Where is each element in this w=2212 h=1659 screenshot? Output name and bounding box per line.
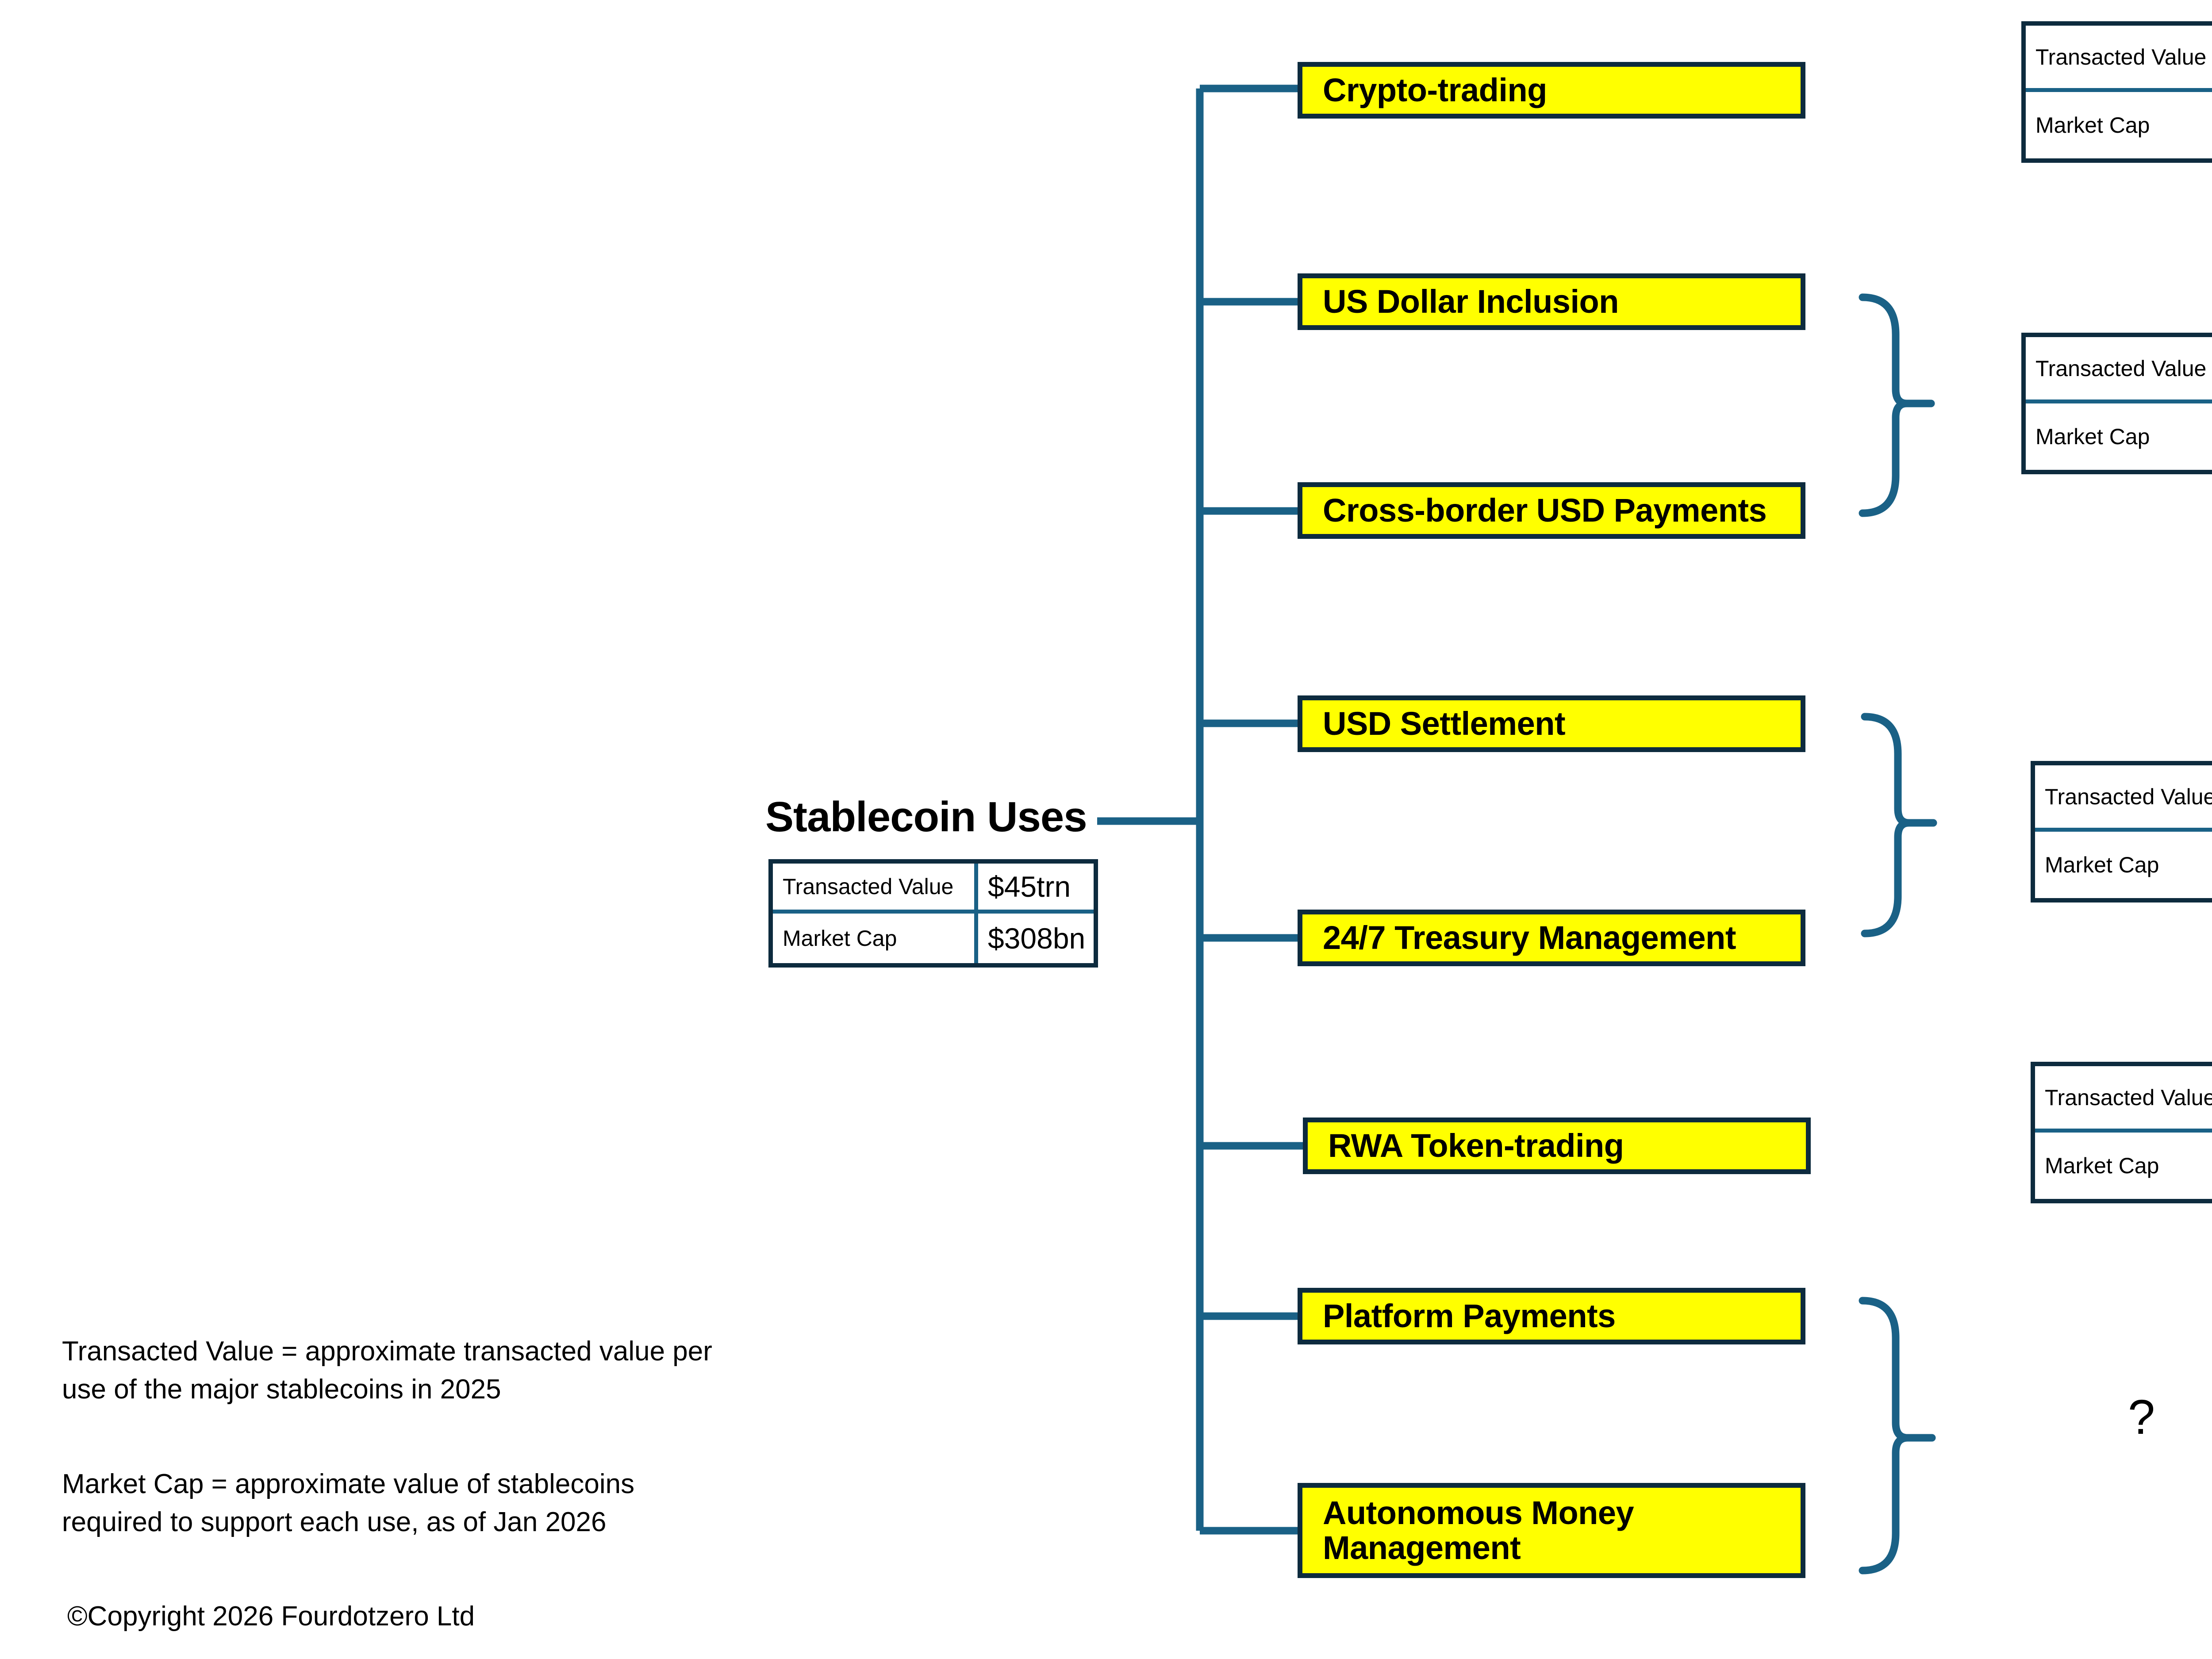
use-box-us-dollar-inclusion[interactable]: US Dollar Inclusion	[1298, 273, 1805, 330]
use-box-usd-settlement[interactable]: USD Settlement	[1298, 695, 1805, 752]
note-transacted-value: Transacted Value = approximate transacte…	[62, 1336, 712, 1405]
use-box-platform-payments[interactable]: Platform Payments	[1298, 1288, 1805, 1344]
use-box-crypto-trading[interactable]: Crypto-trading	[1298, 62, 1805, 119]
metric-label: Market Cap	[2035, 424, 2150, 449]
use-box-label: Cross-border USD Payments	[1323, 492, 1767, 529]
note-market-cap: Market Cap = approximate value of stable…	[62, 1469, 635, 1537]
metric-label: Market Cap	[2035, 113, 2150, 138]
table-cell-label: Market Cap	[773, 913, 978, 963]
table-cell-label: Transacted Value	[2026, 26, 2212, 92]
brace-usd-inclusion-group	[1859, 293, 1911, 517]
brace-payments-group	[1859, 1297, 1912, 1575]
use-box-treasury-management[interactable]: 24/7 Treasury Management	[1298, 910, 1805, 966]
use-box-label: RWA Token-trading	[1328, 1127, 1624, 1164]
use-box-label: USD Settlement	[1323, 705, 1566, 742]
table-cell-value: $45trn	[978, 864, 1094, 914]
metric-value: $45trn	[988, 870, 1071, 903]
table-cell-value: $308bn	[978, 914, 1094, 964]
metrics-table-usd-inclusion-group: Transacted Value $3trn Market Cap $12bn	[2021, 333, 2212, 474]
brace-settlement-group	[1861, 713, 1913, 937]
use-box-label: Crypto-trading	[1323, 71, 1547, 108]
table-cell-label: Market Cap	[2035, 1133, 2212, 1199]
metric-label: Transacted Value	[2035, 356, 2207, 381]
use-box-cross-border-usd-payments[interactable]: Cross-border USD Payments	[1298, 482, 1805, 539]
table-cell-label: Transacted Value	[2035, 765, 2212, 832]
table-cell-label: Transacted Value	[2026, 337, 2212, 403]
metric-value: $308bn	[988, 922, 1086, 955]
use-box-label: US Dollar Inclusion	[1323, 283, 1619, 320]
use-box-label: 24/7 Treasury Management	[1323, 919, 1736, 956]
unknown-metrics-placeholder: ?	[2128, 1390, 2155, 1444]
metric-label: Market Cap	[783, 926, 897, 951]
metric-label: Transacted Value	[783, 874, 954, 899]
use-box-autonomous-money-management[interactable]: Autonomous Money Management	[1298, 1483, 1805, 1578]
use-box-rwa-token-trading[interactable]: RWA Token-trading	[1303, 1118, 1811, 1174]
metrics-table-crypto-trading: Transacted Value $41trn Market Cap $270b…	[2021, 21, 2212, 163]
table-cell-label: Market Cap	[2026, 92, 2212, 158]
table-cell-label: Transacted Value	[773, 864, 978, 914]
use-box-label: Autonomous Money Management	[1323, 1494, 1634, 1566]
metric-label: Transacted Value	[2045, 784, 2212, 809]
metric-label: Market Cap	[2045, 1153, 2159, 1178]
table-cell-label: Transacted Value	[2035, 1066, 2212, 1133]
metric-label: Market Cap	[2045, 853, 2159, 877]
table-cell-label: Market Cap	[2026, 403, 2212, 470]
use-box-label: Platform Payments	[1323, 1297, 1616, 1334]
metric-label: Transacted Value	[2035, 44, 2207, 69]
metrics-table-rwa-token-trading: Transacted Value $88bn Market Cap $20bn	[2031, 1062, 2212, 1203]
metric-label: Transacted Value	[2045, 1085, 2212, 1110]
table-cell-label: Market Cap	[2035, 832, 2212, 898]
footer-copyright: ©Copyright 2026 Fourdotzero Ltd	[67, 1601, 475, 1632]
page-title: Stablecoin Uses	[765, 793, 1087, 841]
root-metrics-table: Transacted Value $45trn Market Cap $308b…	[768, 859, 1098, 968]
metrics-table-settlement-group: Transacted Value $1.5trn Market Cap $6bn	[2031, 761, 2212, 902]
